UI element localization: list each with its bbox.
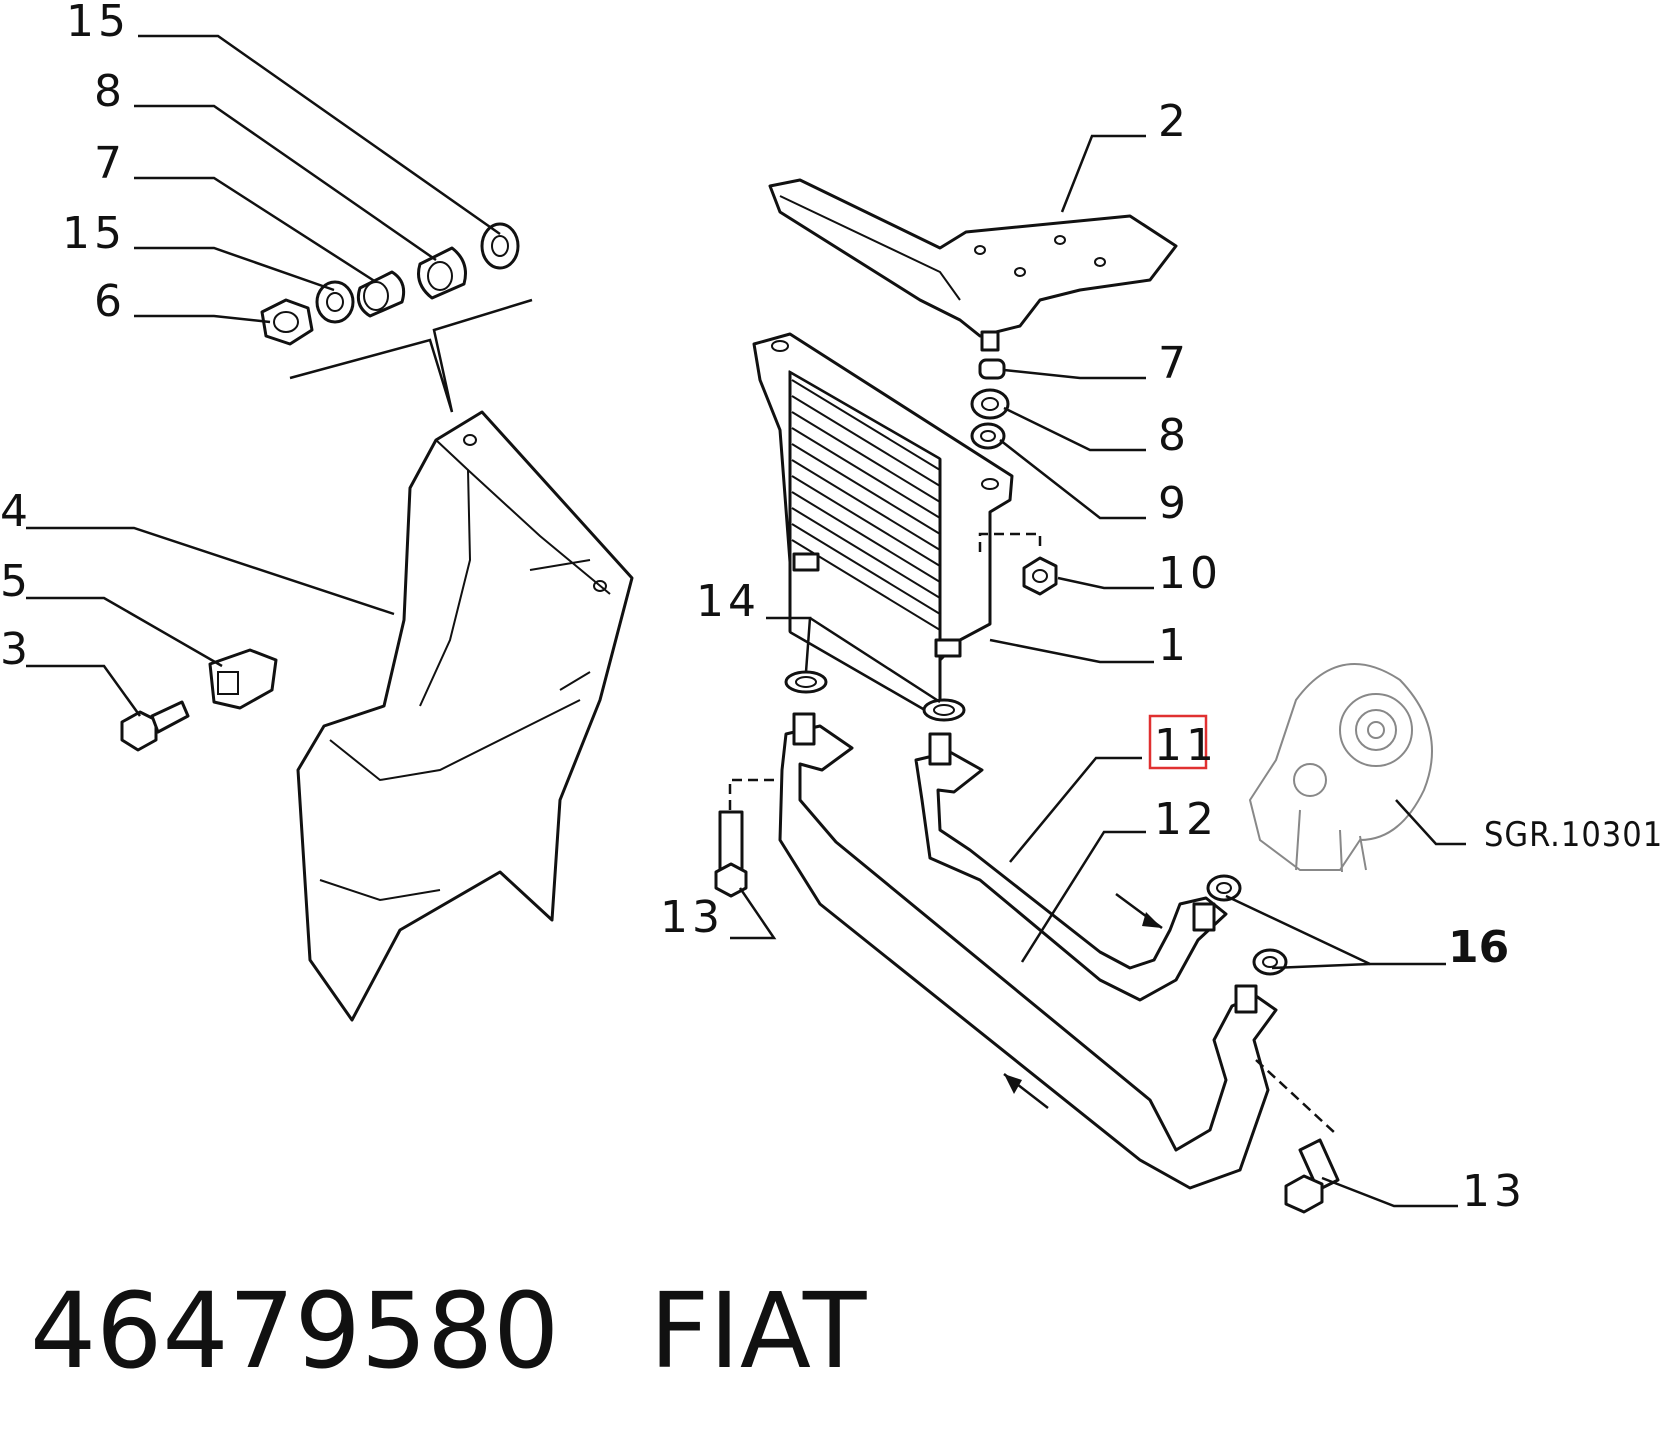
pipe-12	[778, 712, 1278, 1190]
washer-15-lower	[315, 280, 355, 324]
callout-3: 3	[0, 624, 32, 675]
callout-13-right: 13	[1462, 1166, 1526, 1217]
bush-8-left	[417, 246, 467, 300]
bracket-2	[768, 178, 1178, 352]
callout-4: 4	[0, 486, 32, 537]
callout-5: 5	[0, 556, 32, 607]
sgr-reference-thumbnail	[1248, 663, 1433, 873]
callout-9: 9	[1158, 478, 1190, 529]
leader-lines	[26, 34, 1466, 1208]
callout-8-left: 8	[94, 66, 126, 117]
callout-15-mid: 15	[62, 208, 126, 259]
nut-10	[1022, 556, 1058, 596]
callout-6: 6	[94, 276, 126, 327]
clip-5	[208, 648, 278, 710]
brand-name: FIAT	[649, 1270, 867, 1392]
seal-14-right	[922, 698, 966, 722]
bush-8-right	[970, 388, 1010, 420]
washer-9	[970, 422, 1006, 450]
spacer-7-right	[978, 358, 1006, 380]
screw-13-right	[1284, 1138, 1340, 1214]
callout-7-left: 7	[94, 138, 126, 189]
callout-10: 10	[1158, 548, 1222, 599]
deflector-panel-4	[296, 410, 634, 1022]
spacer-7-left	[356, 270, 406, 318]
seal-16-lower	[1252, 948, 1288, 976]
assembly-pointer	[289, 298, 533, 413]
stud-dashline	[978, 532, 1042, 552]
oil-cooler-1	[752, 332, 1014, 721]
screw-3	[120, 700, 190, 752]
callout-15-top: 15	[66, 0, 130, 47]
callout-7-right: 7	[1158, 338, 1190, 389]
callout-12: 12	[1154, 794, 1218, 845]
callout-14: 14	[696, 576, 760, 627]
callout-16: 16	[1448, 922, 1509, 973]
callout-sgr-10301: SGR.10301	[1484, 815, 1663, 855]
screw-13-left	[714, 810, 748, 898]
screw-13-right-dashline	[1255, 1059, 1337, 1135]
part-number: 46479580	[30, 1270, 560, 1392]
seal-16-upper	[1206, 874, 1242, 902]
callout-13-left: 13	[660, 892, 724, 943]
callout-11-highlight-box	[1148, 714, 1208, 770]
screw-13-left-dashline	[728, 778, 780, 810]
pipe-11	[914, 732, 1228, 1002]
callout-8-right: 8	[1158, 410, 1190, 461]
callout-1: 1	[1158, 620, 1190, 671]
washer-15-upper	[480, 222, 520, 270]
seal-14-left	[784, 670, 828, 694]
callout-2: 2	[1158, 96, 1190, 147]
callout-11: 11	[1154, 720, 1218, 771]
footer: 46479580 FIAT	[30, 1270, 866, 1392]
nut-6	[260, 298, 314, 346]
flow-arrows	[1003, 892, 1163, 1109]
